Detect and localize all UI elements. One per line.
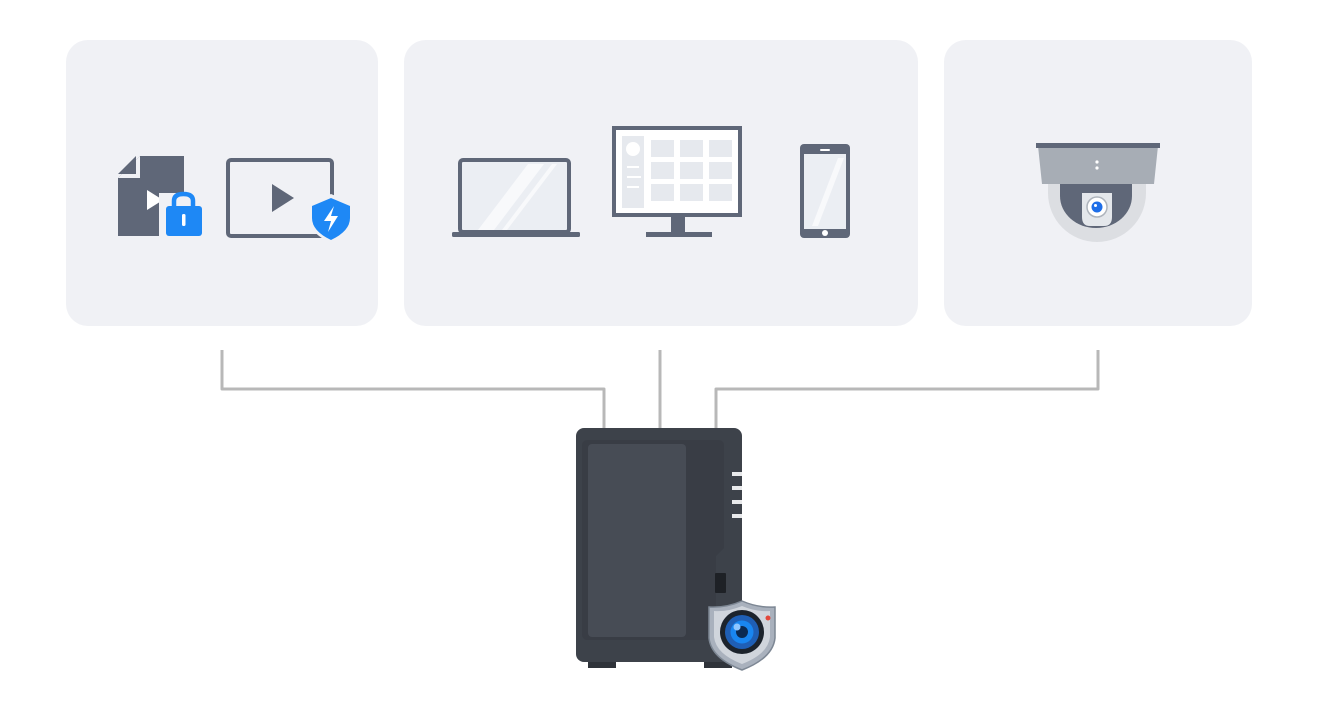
shield-bolt-icon bbox=[309, 194, 353, 243]
laptop-icon bbox=[452, 158, 580, 237]
smartphone-icon bbox=[800, 144, 850, 238]
desktop-monitor-icon bbox=[612, 126, 742, 237]
connector-right bbox=[714, 350, 1100, 430]
locked-video-file-icon bbox=[118, 156, 203, 237]
connector-left bbox=[220, 350, 606, 430]
protected-video-player-icon bbox=[226, 158, 353, 243]
nas-server-icon bbox=[576, 428, 742, 668]
surveillance-shield-icon bbox=[708, 600, 776, 671]
connector-lines bbox=[220, 350, 1100, 430]
lock-icon bbox=[159, 191, 203, 237]
dome-camera-icon bbox=[1036, 143, 1160, 242]
